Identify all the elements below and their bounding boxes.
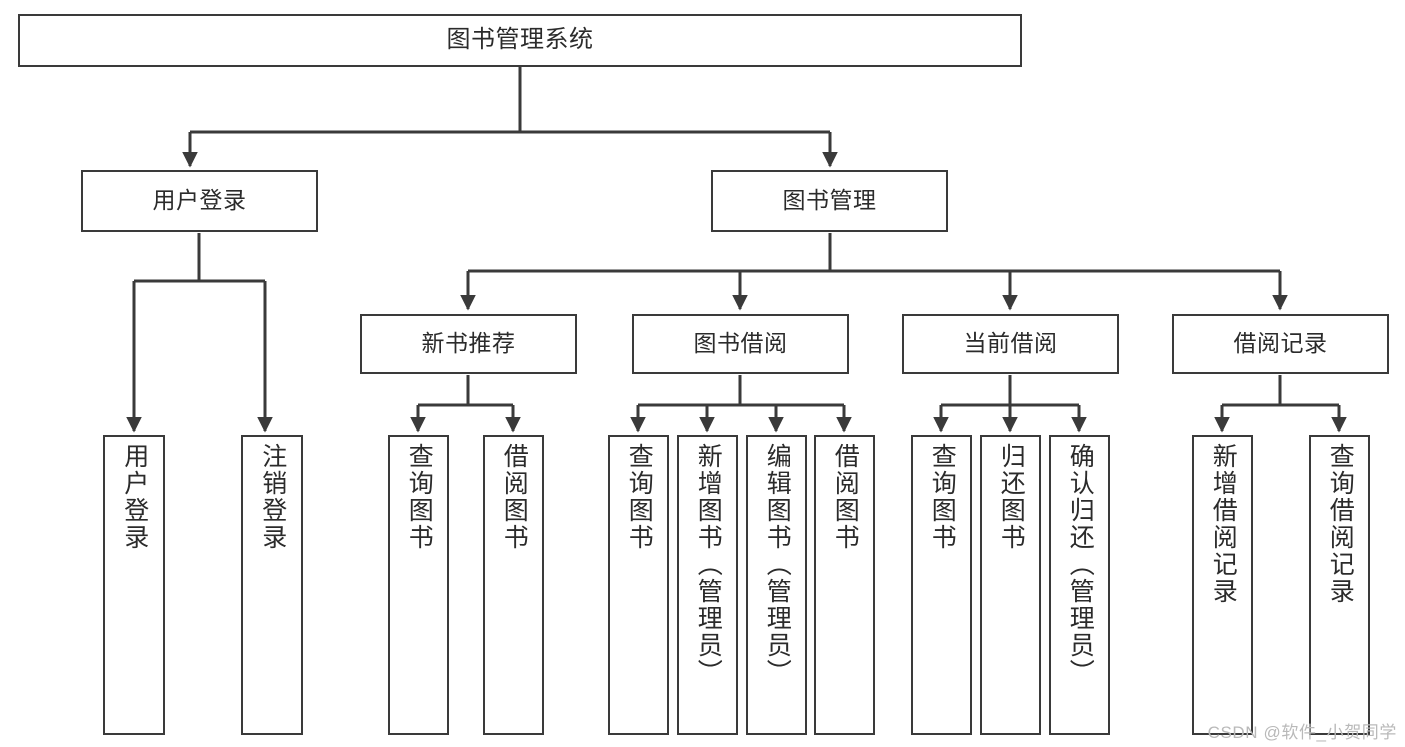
node-label: 查询图书 xyxy=(928,443,957,551)
node-label: 当前借阅 xyxy=(963,330,1058,357)
node-leaf-borrow-book[interactable]: 借阅图书 xyxy=(814,435,875,735)
node-label: 借阅图书 xyxy=(831,443,860,551)
node-leaf-query-book-recommend[interactable]: 查询图书 xyxy=(388,435,449,735)
node-leaf-logout-login[interactable]: 注销登录 xyxy=(241,435,303,735)
node-label: 查询图书 xyxy=(625,443,654,551)
node-label: 图书管理系统 xyxy=(446,26,594,54)
node-label: 借阅记录 xyxy=(1233,330,1328,357)
node-label: 用户登录 xyxy=(152,187,247,214)
node-leaf-confirm-return[interactable]: 确认归还（管理员） xyxy=(1049,435,1110,735)
node-label: 图书管理 xyxy=(782,187,877,214)
node-label: 图书借阅 xyxy=(693,330,788,357)
node-leaf-query-book-current[interactable]: 查询图书 xyxy=(911,435,972,735)
node-label: 新增借阅记录 xyxy=(1209,443,1238,605)
csdn-watermark: CSDN @软件_小贺同学 xyxy=(1207,723,1397,742)
node-leaf-return-book[interactable]: 归还图书 xyxy=(980,435,1041,735)
node-leaf-query-borrow-record[interactable]: 查询借阅记录 xyxy=(1309,435,1370,735)
node-label: 新增图书（管理员） xyxy=(694,443,723,686)
node-leaf-add-book[interactable]: 新增图书（管理员） xyxy=(677,435,738,735)
node-leaf-edit-book[interactable]: 编辑图书（管理员） xyxy=(746,435,807,735)
node-label: 用户登录 xyxy=(120,443,149,551)
node-leaf-borrow-book-recommend[interactable]: 借阅图书 xyxy=(483,435,544,735)
node-label: 借阅图书 xyxy=(500,443,529,551)
node-current-borrow[interactable]: 当前借阅 xyxy=(902,314,1119,374)
node-leaf-user-login[interactable]: 用户登录 xyxy=(103,435,165,735)
node-label: 查询图书 xyxy=(405,443,434,551)
node-label: 归还图书 xyxy=(997,443,1026,551)
node-label: 查询借阅记录 xyxy=(1326,443,1355,605)
node-book-management[interactable]: 图书管理 xyxy=(711,170,948,232)
node-leaf-add-borrow-record[interactable]: 新增借阅记录 xyxy=(1192,435,1253,735)
node-label: 编辑图书（管理员） xyxy=(763,443,792,686)
node-book-borrow[interactable]: 图书借阅 xyxy=(632,314,849,374)
node-leaf-query-book-borrow[interactable]: 查询图书 xyxy=(608,435,669,735)
node-label: 新书推荐 xyxy=(421,330,516,357)
node-user-login[interactable]: 用户登录 xyxy=(81,170,318,232)
node-new-book-recommend[interactable]: 新书推荐 xyxy=(360,314,577,374)
node-borrow-record[interactable]: 借阅记录 xyxy=(1172,314,1389,374)
node-label: 注销登录 xyxy=(258,443,287,551)
node-label: 确认归还（管理员） xyxy=(1066,443,1095,686)
node-root-book-management-system[interactable]: 图书管理系统 xyxy=(18,14,1022,67)
